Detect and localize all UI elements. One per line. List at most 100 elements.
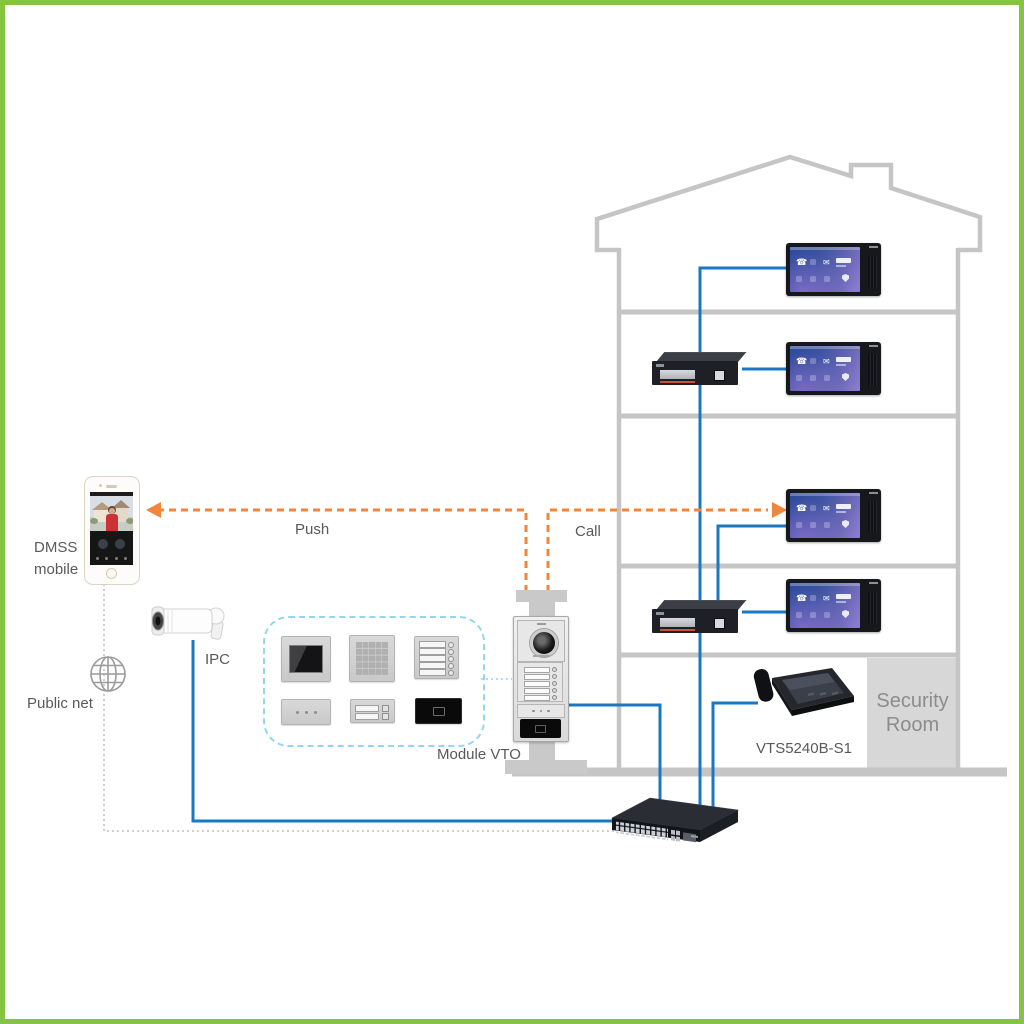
app-icon (796, 276, 802, 282)
camera-graphic (151, 606, 225, 640)
security-room-area: Security Room (867, 658, 958, 768)
phone-icon: ☎ (796, 503, 808, 513)
roof-outline (594, 154, 983, 253)
nameplate-row (524, 687, 562, 694)
dahua-logo (656, 364, 664, 367)
app-icon (810, 612, 816, 618)
module-screen-icon (289, 645, 323, 673)
call-button (552, 674, 557, 679)
nameplate (419, 641, 447, 648)
ethernet-ports (660, 618, 695, 627)
nameplate (524, 687, 550, 694)
security-room-label-line1: Security (876, 690, 949, 712)
vth-screen: ☎ ✉ (790, 346, 860, 391)
bush (90, 518, 98, 524)
vto-line (566, 703, 662, 807)
toolbar-dot-icon (114, 557, 118, 560)
label-strip (660, 381, 695, 383)
public-net-label: Public net (27, 695, 93, 712)
vth-screen: ☎ ✉ (790, 583, 860, 628)
toolbar-dot-icon (105, 557, 109, 560)
nameplate (524, 673, 550, 680)
pillar-base (505, 760, 587, 774)
vts-security-console (750, 664, 858, 720)
call-button (552, 667, 557, 672)
vto-button-module (517, 662, 563, 702)
uplink-port (714, 370, 725, 381)
nameplate-row (355, 712, 390, 720)
indicator-dot (547, 709, 550, 713)
house-roof (112, 500, 130, 508)
nameplate (524, 666, 550, 673)
call-button (448, 669, 454, 676)
nameplate-row (524, 666, 562, 673)
nameplate-row (419, 641, 454, 648)
model-text-strip (533, 655, 550, 657)
ipc-bullet-camera (150, 601, 238, 649)
ethernet-ports (660, 370, 695, 379)
nameplate-row (524, 673, 562, 680)
app-icon (824, 522, 830, 528)
console-key (832, 691, 838, 696)
screen-module (281, 636, 331, 682)
dahua-logo (691, 835, 698, 839)
call-button (448, 648, 454, 655)
nameplate-row (524, 694, 562, 701)
decline-button-icon (115, 539, 125, 549)
label-strip (660, 629, 695, 631)
vto-card-reader-module (520, 719, 561, 738)
phone-icon: ☎ (796, 356, 808, 366)
app-icon (810, 358, 816, 364)
push-label: Push (295, 521, 330, 538)
monitor3-line (716, 524, 786, 603)
status-bar (90, 492, 133, 496)
push-dashed-line (160, 508, 528, 592)
app-icon (810, 522, 816, 528)
push-arrow-icon (146, 502, 161, 518)
card-reader-module (415, 698, 462, 724)
dahua-logo (656, 612, 664, 615)
uplink-port (671, 829, 675, 835)
app-icon (810, 375, 816, 381)
floor-dividers (617, 309, 960, 658)
call-label: Call (575, 523, 601, 540)
phone-screen (90, 492, 133, 565)
nameplate-row (419, 669, 454, 676)
vth-indoor-monitor-4: ☎ ✉ (786, 579, 881, 632)
dahua-logo (537, 623, 546, 625)
globe-graphic (90, 656, 126, 692)
call-controls-panel (90, 531, 133, 565)
uplink-port (676, 830, 680, 836)
home-button (106, 568, 117, 579)
speaker-grille (868, 354, 877, 386)
bush (126, 518, 133, 524)
console-graphic (753, 668, 854, 716)
nameplate (419, 648, 447, 655)
nameplate-row (419, 648, 454, 655)
dmss-smartphone (84, 476, 140, 585)
message-icon: ✉ (823, 594, 830, 603)
date-display (836, 364, 846, 366)
uplink-port (671, 835, 675, 841)
app-icon (796, 522, 802, 528)
nameplate-row (524, 680, 562, 687)
ethernet-ports (616, 821, 668, 841)
switch-body (652, 361, 738, 385)
call-button (448, 655, 454, 662)
status-bar (790, 247, 860, 250)
app-icon (810, 259, 816, 265)
module-vto-door-station (505, 588, 593, 780)
two-button-module (350, 699, 395, 723)
clock-display (836, 258, 851, 263)
date-display (836, 511, 846, 513)
nameplate (355, 712, 379, 720)
call-arrow-icon (772, 502, 787, 518)
app-icon (810, 276, 816, 282)
vts-line (711, 701, 758, 807)
call-button (382, 704, 389, 712)
handset-icon (753, 669, 774, 702)
switch-graphic (611, 797, 739, 843)
shield-icon (842, 274, 849, 282)
call-button (552, 695, 557, 700)
